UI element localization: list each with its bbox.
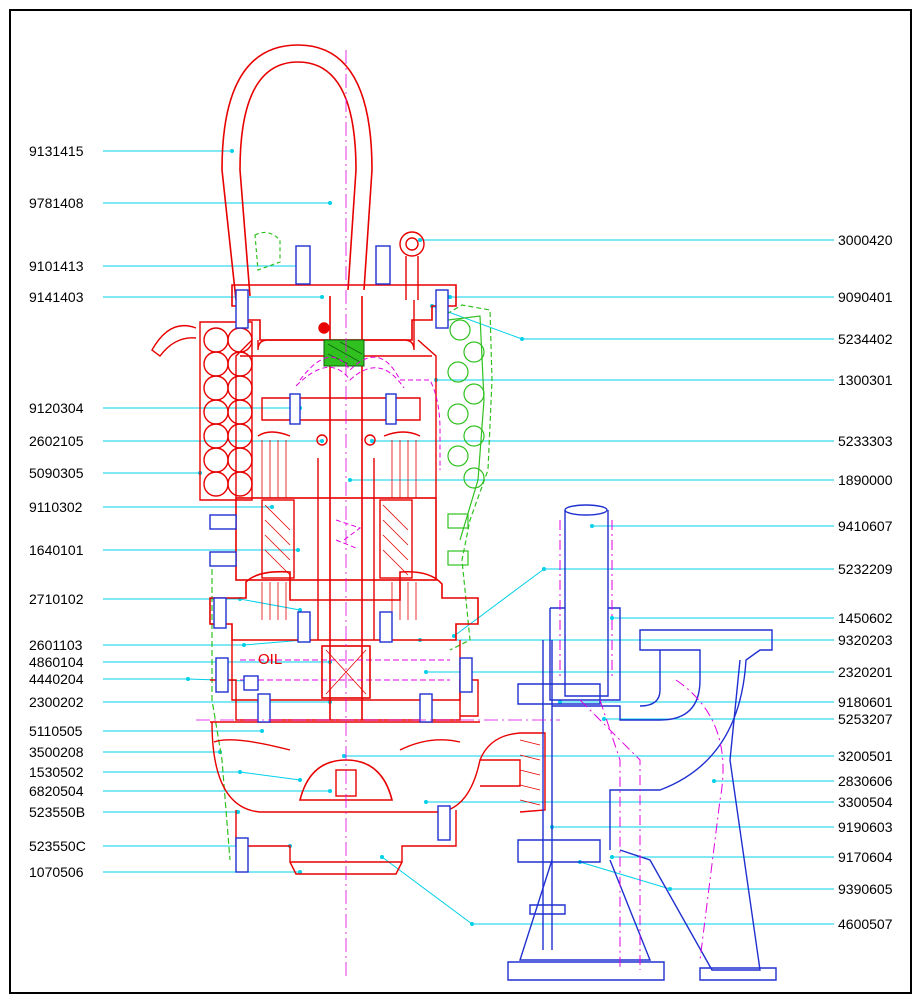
leader-line-right-arrow [448, 295, 452, 299]
callout-label-left: 3500208 [29, 744, 84, 760]
leader-line-left-arrow [320, 439, 324, 443]
leader-line-right [381, 856, 473, 925]
bolts [209, 245, 473, 873]
callout-label-left: 2602105 [29, 433, 84, 449]
leader-line-left-arrow [298, 870, 302, 874]
callout-label-right: 2320201 [838, 664, 893, 680]
callout-label-right: 9320203 [838, 632, 893, 648]
leader-line-left [243, 639, 305, 646]
callout-label-right: 9410607 [838, 518, 893, 534]
callout-label-right: 5234402 [838, 331, 893, 347]
callout-label-right: 9390605 [838, 881, 893, 897]
leader-line-left-arrow [298, 778, 302, 782]
pump-body: OIL [151, 44, 546, 875]
leader-line-left-arrow [260, 729, 264, 733]
callout-label-left: 6820504 [29, 783, 84, 799]
callout-label-right: 9180601 [838, 694, 893, 710]
callout-label-right: 3000420 [838, 232, 893, 248]
callout-label-left: 1640101 [29, 542, 84, 558]
callout-label-left: 4440204 [29, 671, 84, 687]
callout-label-left: 1530502 [29, 764, 84, 780]
oil-label: OIL [258, 651, 282, 668]
callout-label-left: 9110302 [29, 499, 83, 515]
guide-rail [559, 520, 724, 970]
callout-label-left: 9120304 [29, 400, 84, 416]
cooling-jacket [211, 231, 493, 861]
callout-label-right: 9190603 [838, 819, 893, 835]
leader-line-left-arrow [298, 608, 302, 612]
leader-line-right-arrow [370, 439, 374, 443]
leader-lines [103, 149, 834, 926]
leader-line-right [579, 861, 671, 890]
leader-line-right-arrow [424, 800, 428, 804]
leader-line-right-arrow [342, 754, 346, 758]
leader-line-left [239, 771, 301, 781]
coupling [323, 339, 365, 367]
callout-label-left: 9101413 [29, 258, 84, 274]
callout-label-left: 2300202 [29, 694, 84, 710]
callout-label-left: 9141403 [29, 289, 84, 305]
callout-label-right: 1890000 [838, 472, 893, 488]
leader-line-right [453, 568, 545, 637]
leader-line-right-arrow [348, 478, 352, 482]
callout-label-left: 1070506 [29, 864, 84, 880]
callout-label-right: 5232209 [838, 561, 893, 577]
leader-line-left-arrow [320, 295, 324, 299]
callout-label-left: 523550B [29, 804, 86, 820]
callout-label-left: 4860104 [29, 654, 84, 670]
discharge-base [507, 504, 777, 981]
leader-line-right-arrow [610, 616, 614, 620]
leader-line-right-arrow [558, 700, 562, 704]
callout-label-right: 9170604 [838, 849, 893, 865]
leader-line-right-arrow [380, 855, 384, 859]
callout-label-left: 2601103 [29, 637, 83, 653]
leader-line-left-arrow [328, 789, 332, 793]
callout-label-left: 5090305 [29, 465, 84, 481]
leader-line-right-arrow [712, 779, 716, 783]
callout-label-right: 5253207 [838, 711, 893, 727]
callout-label-left: 523550C [29, 838, 86, 854]
leader-line-right-arrow [418, 238, 422, 242]
callout-label-left: 2710102 [29, 591, 84, 607]
callout-label-right: 1450602 [838, 610, 893, 626]
leader-line-left-arrow [328, 201, 332, 205]
leader-line-right-arrow [424, 670, 428, 674]
callout-label-right: 4600507 [838, 916, 893, 932]
leader-line-left-arrow [296, 548, 300, 552]
drawing-border [9, 9, 912, 994]
callout-label-right: 5233303 [838, 433, 893, 449]
callout-label-left: 9131415 [29, 143, 84, 159]
callout-label-right: 9090401 [838, 289, 893, 305]
leader-line-right-arrow [602, 717, 606, 721]
callout-label-right: 3200501 [838, 748, 893, 764]
leader-line-left-arrow [236, 810, 240, 814]
leader-line-right-arrow [610, 855, 614, 859]
callout-label-right: 2830606 [838, 773, 893, 789]
leader-line-right-arrow [452, 634, 456, 638]
callout-label-left: 5110505 [29, 723, 83, 739]
callout-label-right: 1300301 [838, 372, 893, 388]
callout-label-left: 9781408 [29, 195, 84, 211]
callout-label-right: 3300504 [838, 794, 893, 810]
leader-line-left-arrow [270, 505, 274, 509]
leader-line-left-arrow [230, 149, 234, 153]
leader-line-right-arrow [590, 524, 594, 528]
